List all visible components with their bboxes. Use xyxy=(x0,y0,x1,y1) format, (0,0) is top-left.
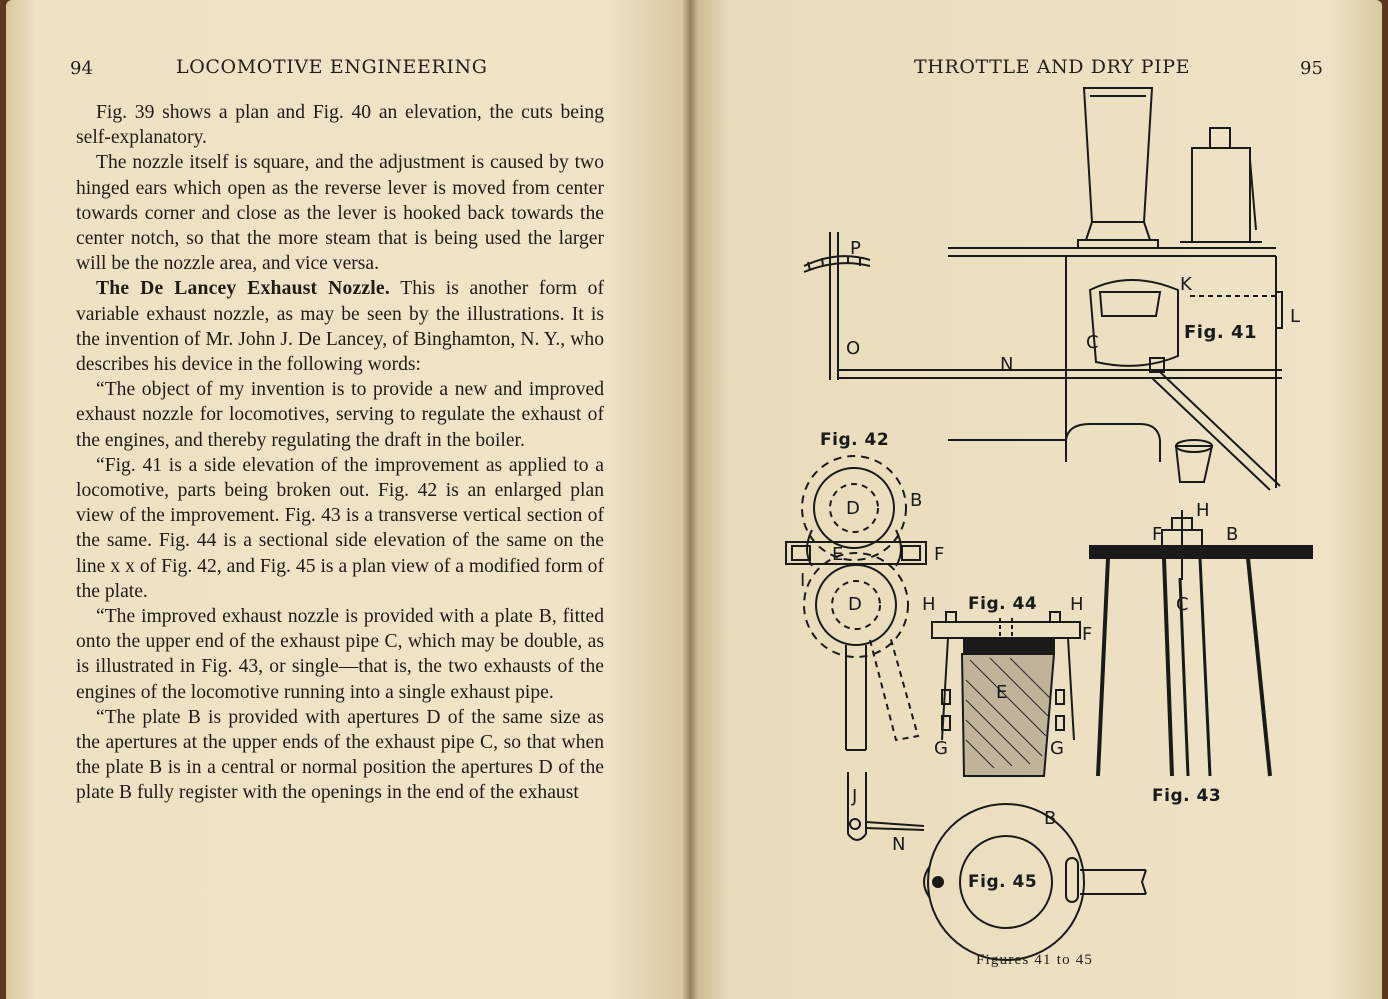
fig-42-title: Fig. 42 xyxy=(820,430,890,450)
fig-42-label-i: I xyxy=(800,570,806,591)
fig-43-label-h: H xyxy=(1196,500,1210,521)
fig-42-label-d-bottom: D xyxy=(848,594,862,615)
left-page: 94 LOCOMOTIVE ENGINEERING Fig. 39 shows … xyxy=(6,0,690,999)
paragraph-3-text: This is another form of variable exhaust… xyxy=(76,278,605,376)
fig-44-title: Fig. 44 xyxy=(968,594,1038,614)
fig-41-drawing xyxy=(803,87,1283,491)
body-text: Fig. 39 shows a plan and Fig. 40 an elev… xyxy=(76,100,604,806)
section-heading: The De Lancey Exhaust Nozzle. xyxy=(96,278,390,300)
page-number-right: 95 xyxy=(1300,58,1323,79)
page-number-left: 94 xyxy=(70,58,93,79)
fig-43-title: Fig. 43 xyxy=(1152,786,1222,806)
fig-41-label-o: O xyxy=(846,338,861,359)
fig-42-label-n: N xyxy=(892,834,906,855)
fig-41-label-p: P xyxy=(850,238,861,259)
fig-41-label-c: C xyxy=(1086,332,1099,353)
fig-43-label-c: C xyxy=(1176,594,1189,615)
fig-44-label-g-left: G xyxy=(934,738,948,759)
paragraph-3: The De Lancey Exhaust Nozzle. This is an… xyxy=(76,276,604,377)
fig-44-label-f: F xyxy=(1082,624,1093,645)
fig-44-label-h-right: H xyxy=(1070,594,1084,615)
fig-43-label-f: F xyxy=(1152,524,1163,545)
fig-42-label-e: E xyxy=(832,544,844,565)
right-page xyxy=(690,0,1382,999)
fig-45-label-b: B xyxy=(1044,808,1057,829)
fig-45-drawing xyxy=(923,803,1147,961)
fig-42-label-d-top: D xyxy=(846,498,860,519)
fig-43-label-b: B xyxy=(1226,524,1239,545)
paragraph-2: The nozzle itself is square, and the adj… xyxy=(76,152,604,275)
fig-44-label-e: E xyxy=(996,682,1008,703)
fig-42-drawing xyxy=(785,455,927,841)
paragraph-6: “The improved exhaust nozzle is provided… xyxy=(76,606,604,703)
fig-41-label-l: L xyxy=(1290,306,1301,327)
running-head-left: LOCOMOTIVE ENGINEERING xyxy=(176,56,488,78)
fig-42-label-h: H xyxy=(922,594,936,615)
paragraph-5: “Fig. 41 is a side elevation of the impr… xyxy=(76,454,604,602)
paragraph-4: “The object of my invention is to provid… xyxy=(76,379,604,451)
fig-43-drawing xyxy=(1089,510,1313,777)
fig-42-label-j: J xyxy=(852,786,858,807)
fig-44-label-g-right: G xyxy=(1050,738,1064,759)
fig-42-label-f: F xyxy=(934,544,945,565)
paragraph-1: Fig. 39 shows a plan and Fig. 40 an elev… xyxy=(76,102,604,149)
fig-41-label-n: N xyxy=(1000,354,1014,375)
paragraph-7: “The plate B is provided with apertures … xyxy=(76,706,604,804)
figures-caption: Figures 41 to 45 xyxy=(976,952,1094,968)
fig-41-title: Fig. 41 xyxy=(1184,322,1258,343)
running-head-right: THROTTLE AND DRY PIPE xyxy=(914,56,1191,78)
fig-44-drawing xyxy=(931,611,1081,777)
book-gutter xyxy=(682,0,698,999)
fig-42-label-b: B xyxy=(910,490,923,511)
fig-41-label-k: K xyxy=(1180,274,1192,295)
fig-45-title: Fig. 45 xyxy=(968,872,1038,892)
